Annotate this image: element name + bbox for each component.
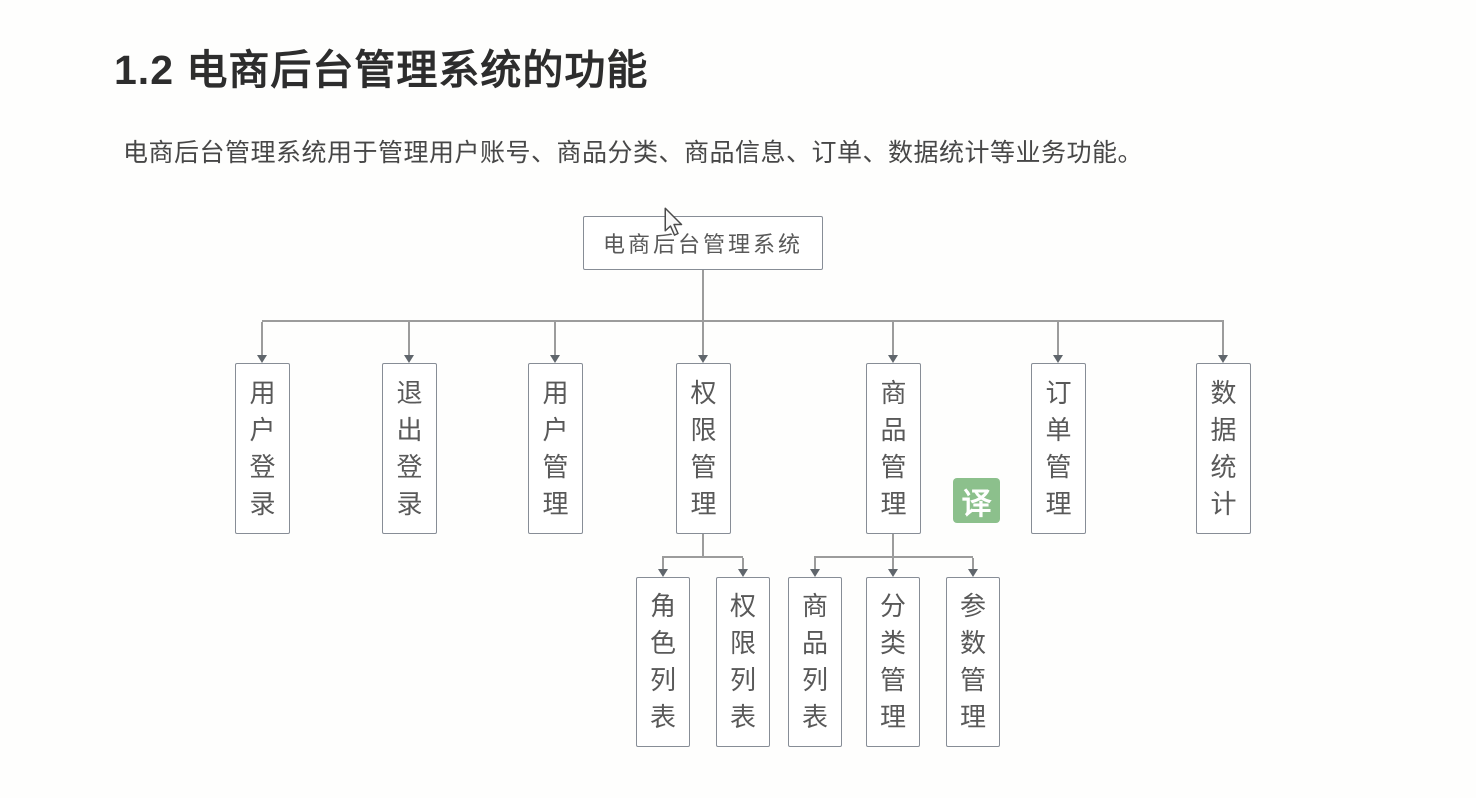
arrow-down-icon — [810, 569, 820, 577]
connector-goods-horizontal — [814, 556, 973, 558]
arrow-down-icon — [257, 355, 267, 363]
connector-level1-horizontal — [262, 320, 1224, 322]
node-user-login: 用户登录 — [235, 363, 290, 534]
arrow-down-icon — [1218, 355, 1228, 363]
arrow-down-icon — [738, 569, 748, 577]
node-label: 权限列表 — [729, 591, 756, 732]
connector-goods-stub — [892, 534, 894, 557]
node-label: 商品管理 — [880, 377, 907, 519]
mouse-cursor-icon — [664, 207, 683, 236]
node-category-management: 分类管理 — [866, 577, 920, 747]
node-label: 用户管理 — [542, 377, 569, 519]
node-permission-management: 权限管理 — [676, 363, 731, 534]
connector-drop — [972, 558, 974, 570]
connector-drop — [408, 322, 410, 356]
connector-drop — [892, 322, 894, 356]
node-label: 商品列表 — [801, 591, 828, 732]
connector-drop — [814, 558, 816, 570]
node-logout: 退出登录 — [382, 363, 437, 534]
connector-permission-stub — [702, 534, 704, 557]
connector-drop — [742, 558, 744, 570]
node-parameter-management: 参数管理 — [946, 577, 1000, 747]
page-description: 电商后台管理系统用于管理用户账号、商品分类、商品信息、订单、数据统计等业务功能。 — [123, 139, 1144, 167]
node-label: 电商后台管理系统 — [602, 232, 803, 257]
node-label: 数据统计 — [1210, 377, 1237, 519]
arrow-down-icon — [888, 569, 898, 577]
arrow-down-icon — [698, 355, 708, 363]
arrow-down-icon — [968, 569, 978, 577]
page-title: 1.2 电商后台管理系统的功能 — [114, 47, 649, 93]
arrow-down-icon — [888, 355, 898, 363]
node-label: 退出登录 — [396, 377, 423, 519]
node-label: 角色列表 — [649, 591, 676, 732]
node-label: 用户登录 — [249, 377, 276, 519]
connector-drop — [1222, 322, 1224, 356]
node-data-statistics: 数据统计 — [1196, 363, 1251, 534]
node-label: 权限管理 — [690, 377, 717, 519]
node-user-management: 用户管理 — [528, 363, 583, 534]
arrow-down-icon — [550, 355, 560, 363]
node-permission-list: 权限列表 — [716, 577, 770, 747]
connector-permission-horizontal — [662, 556, 743, 558]
arrow-down-icon — [1053, 355, 1063, 363]
node-goods-management: 商品管理 — [866, 363, 921, 534]
connector-drop — [1057, 322, 1059, 356]
connector-drop — [892, 558, 894, 570]
connector-root-trunk — [702, 270, 704, 321]
arrow-down-icon — [658, 569, 668, 577]
connector-drop — [702, 322, 704, 356]
node-goods-list: 商品列表 — [788, 577, 842, 747]
connector-drop — [261, 322, 263, 356]
node-role-list: 角色列表 — [636, 577, 690, 747]
arrow-down-icon — [404, 355, 414, 363]
node-order-management: 订单管理 — [1031, 363, 1086, 534]
node-root: 电商后台管理系统 — [583, 216, 823, 270]
connector-drop — [554, 322, 556, 356]
connector-drop — [662, 558, 664, 570]
node-label: 分类管理 — [879, 591, 906, 732]
node-label: 订单管理 — [1045, 377, 1072, 519]
node-label: 参数管理 — [959, 591, 986, 732]
translate-badge[interactable]: 译 — [953, 478, 1000, 523]
